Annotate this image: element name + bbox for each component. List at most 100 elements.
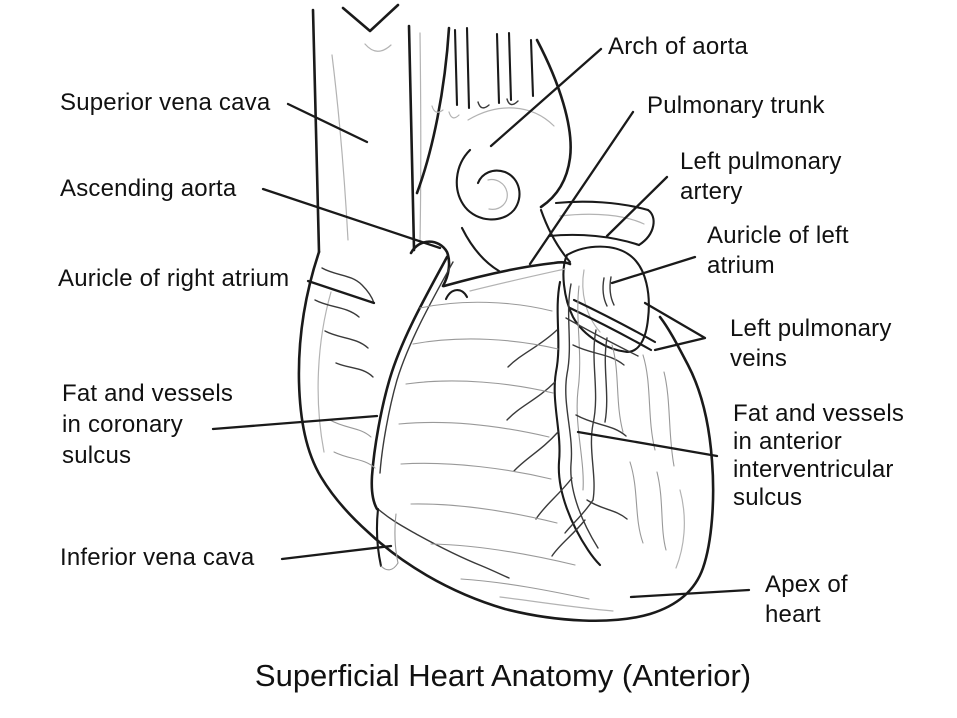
leader-superior-vena-cava — [286, 102, 369, 144]
label-inferior-vena-cava: Inferior vena cava — [60, 544, 255, 571]
texture-line — [499, 596, 614, 612]
arch-branch-mark — [477, 101, 490, 109]
left-auricle-drawing — [562, 245, 650, 354]
svc-inner-shade — [331, 54, 349, 241]
leader-inferior-vena-cava — [280, 544, 393, 561]
arch-inner-shade — [431, 105, 444, 113]
svc-right-edge — [407, 24, 416, 252]
lpa-inner-shade — [559, 213, 645, 225]
left-auricle-vessel — [609, 276, 615, 306]
label-fat-anterior-interventricular-sulcus: Fat and vessels in anterior interventric… — [733, 400, 905, 511]
ventricle-texture-drawing — [398, 301, 685, 612]
arch-branch — [529, 38, 535, 98]
lv-vessel — [590, 329, 597, 501]
label-pulmonary-trunk: Pulmonary trunk — [647, 92, 825, 119]
pulmonary-trunk-right-edge — [539, 208, 572, 264]
label-auricle-of-right-atrium: Auricle of right atrium — [58, 265, 290, 292]
texture-line — [412, 338, 559, 350]
superior-vena-cava-drawing — [311, 3, 422, 254]
texture-line — [398, 421, 550, 438]
coronary-sulcus-continuation — [377, 508, 510, 579]
aiv-vessel — [565, 283, 599, 549]
aorta-right-edge — [535, 38, 572, 209]
texture-line — [675, 489, 685, 569]
leader-fat-coronary-sulcus — [211, 414, 379, 431]
ra-vessel — [329, 419, 372, 438]
label-left-pulmonary-veins: Left pulmonary veins — [730, 315, 892, 372]
svc-inner-shade — [364, 43, 392, 52]
texture-line — [419, 301, 553, 312]
diagram-title: Superficial Heart Anatomy (Anterior) — [254, 658, 752, 693]
texture-line — [430, 543, 576, 566]
leader-auricle-right-atrium — [306, 279, 376, 305]
label-apex-of-heart: Apex of heart — [765, 571, 848, 628]
heart-inner-shade — [469, 268, 566, 292]
lv-vessel — [663, 371, 675, 467]
aiv-branch — [575, 414, 627, 437]
left-auricle-shade — [582, 269, 601, 333]
lv-vessel — [642, 354, 656, 451]
aiv-branch — [586, 499, 628, 520]
ra-vessel — [314, 299, 360, 318]
texture-line — [410, 503, 558, 524]
aiv-vessel — [576, 285, 584, 491]
texture-line — [460, 578, 590, 600]
arch-branch — [495, 32, 501, 105]
ra-vessel — [333, 451, 376, 469]
coronary-sulcus-parallel — [379, 261, 454, 474]
aortic-root-bump — [444, 289, 469, 301]
arch-curl-inner — [487, 178, 508, 210]
ra-vessel — [321, 267, 375, 304]
ivc-edge — [375, 507, 383, 568]
arch-branch — [465, 26, 471, 110]
lv-vessel — [604, 337, 608, 423]
arch-branch — [453, 28, 459, 107]
heart-inner-shade — [317, 291, 332, 453]
heart-outline — [297, 250, 715, 623]
svc-top-notch — [341, 3, 400, 33]
ivc-edge — [394, 513, 399, 564]
leader-pulmonary-trunk — [528, 110, 635, 266]
pulmonary-vein-edge — [565, 317, 639, 357]
label-ascending-aorta: Ascending aorta — [60, 175, 237, 202]
left-auricle-vessel — [602, 277, 608, 307]
aiv-branch — [507, 329, 558, 368]
leader-lines — [211, 47, 751, 599]
lv-vessel — [629, 461, 644, 544]
aiv-branch — [551, 519, 586, 557]
ra-vessel — [324, 330, 369, 349]
aiv-branch — [572, 344, 625, 366]
pulmonary-trunk-drawing — [460, 208, 572, 273]
arch-inner-shade — [467, 107, 555, 127]
lv-vessel — [656, 471, 667, 551]
coronary-sulcus-drawing — [370, 255, 510, 579]
arch-branch — [507, 31, 513, 102]
right-auricle-bump — [409, 240, 451, 288]
ivc-end-cap — [380, 562, 399, 571]
ra-vessel — [335, 362, 374, 378]
leader-auricle-left-atrium — [610, 255, 697, 285]
coronary-sulcus-line — [370, 255, 449, 511]
aiv-vessel — [553, 280, 602, 567]
lpa-end-cap — [637, 208, 655, 247]
texture-line — [400, 462, 552, 480]
label-auricle-of-left-atrium: Auricle of left atrium — [707, 222, 849, 279]
pulmonary-trunk-left-edge — [460, 226, 501, 273]
aiv-branch — [506, 381, 556, 421]
arch-branch-mark — [506, 98, 519, 106]
label-left-pulmonary-artery: Left pulmonary artery — [680, 148, 842, 205]
label-fat-coronary-sulcus: Fat and vessels in coronary sulcus — [62, 380, 234, 469]
aiv-branch — [513, 431, 559, 472]
left-auricle-outline — [562, 245, 650, 354]
aorta-left-edge — [415, 26, 451, 195]
anterior-interventricular-sulcus-drawing — [506, 280, 628, 567]
label-superior-vena-cava: Superior vena cava — [60, 89, 271, 116]
aorta-drawing — [415, 26, 572, 221]
leader-apex-of-heart — [629, 588, 751, 599]
aiv-branch — [535, 477, 573, 520]
left-pulmonary-artery-drawing — [547, 200, 655, 247]
texture-line — [405, 380, 554, 394]
left-ventricle-vessels-drawing — [564, 329, 675, 551]
